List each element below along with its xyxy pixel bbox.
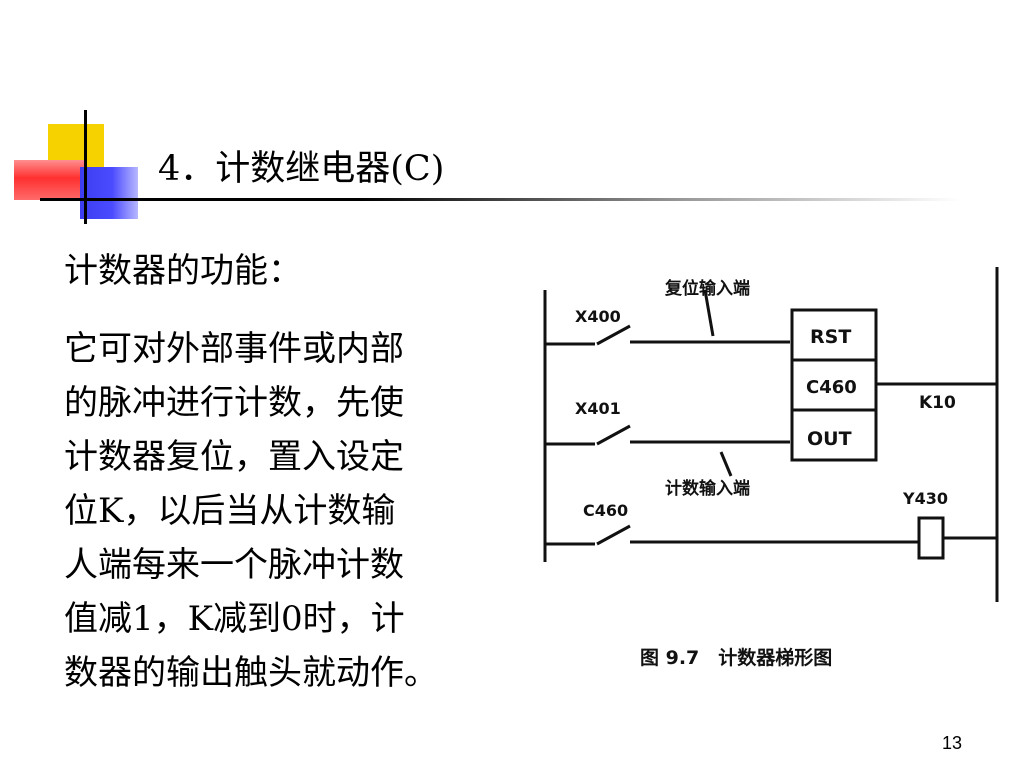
reset-input-label: 复位输入端 <box>664 278 750 299</box>
output-coil-label: Y430 <box>902 489 948 508</box>
body-line: 值减1，K减到0时，计 <box>64 599 405 639</box>
preset-label: K10 <box>919 393 956 413</box>
diagram-caption: 图 9.7 计数器梯形图 <box>640 646 832 669</box>
body-paragraph: 它可对外部事件或内部 的脉冲进行计数，先使 计数器复位，置入设定 位K，以后当从… <box>64 322 534 700</box>
contact-x400-label: X400 <box>575 307 621 326</box>
page-number: 13 <box>941 733 962 753</box>
box-out-label: OUT <box>807 428 852 450</box>
title-underline <box>40 198 960 201</box>
slide-title: 4．计数继电器(C) <box>158 149 445 189</box>
contact-x401 <box>596 424 631 446</box>
slide-subtitle: 计数器的功能： <box>64 251 302 291</box>
contact-x400 <box>596 324 631 346</box>
contact-c460 <box>596 524 631 546</box>
box-counter-label: C460 <box>806 377 857 398</box>
body-line: 人端每来一个脉冲计数 <box>64 545 404 585</box>
ladder-diagram: 复位输入端 X400 RST C460 OUT K10 X401 计数输入端 C… <box>543 267 999 669</box>
body-line: 的脉冲进行计数，先使 <box>64 383 404 423</box>
count-input-label: 计数输入端 <box>665 478 750 499</box>
contact-x401-label: X401 <box>575 399 621 418</box>
decor-vertical-line <box>84 110 87 224</box>
box-rst-label: RST <box>810 326 851 348</box>
body-line: 位K，以后当从计数输 <box>64 491 396 531</box>
body-line: 数器的输出触头就动作。 <box>64 653 438 693</box>
body-line: 它可对外部事件或内部 <box>64 329 404 369</box>
body-line: 计数器复位，置入设定 <box>64 437 404 477</box>
decor-red-square <box>14 160 86 200</box>
contact-c460-label: C460 <box>583 501 628 520</box>
count-label-pointer <box>719 451 733 477</box>
output-coil-y430 <box>917 516 945 560</box>
decor-blue-square <box>80 167 138 219</box>
reset-label-pointer <box>703 289 715 337</box>
